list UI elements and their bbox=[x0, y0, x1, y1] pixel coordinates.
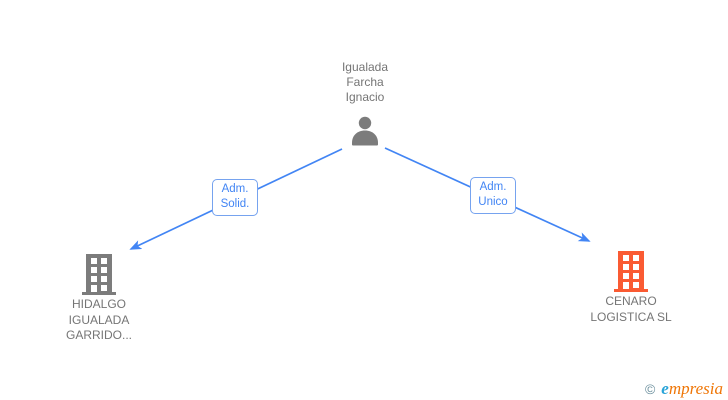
person-name: Igualada Farcha Ignacio bbox=[341, 60, 389, 104]
watermark-empresia: © empresia bbox=[645, 380, 723, 397]
company-name: CENARO LOGISTICA SL bbox=[590, 294, 672, 324]
person-icon bbox=[352, 116, 378, 146]
company-node-cenaro[interactable]: CENARO LOGISTICA SL bbox=[576, 251, 686, 325]
edge-label-adm-solid[interactable]: Adm. Solid. bbox=[212, 179, 258, 216]
empresia-logo: empresia bbox=[661, 379, 723, 398]
building-icon bbox=[614, 251, 648, 292]
copyright-icon: © bbox=[644, 380, 656, 397]
building-icon bbox=[82, 254, 116, 295]
company-node-hidalgo[interactable]: HIDALGO IGUALADA GARRIDO... bbox=[44, 254, 154, 344]
person-node[interactable]: Igualada Farcha Ignacio bbox=[315, 60, 415, 152]
edge-label-adm-unico[interactable]: Adm. Unico bbox=[470, 177, 516, 214]
company-name: HIDALGO IGUALADA GARRIDO... bbox=[65, 297, 132, 342]
